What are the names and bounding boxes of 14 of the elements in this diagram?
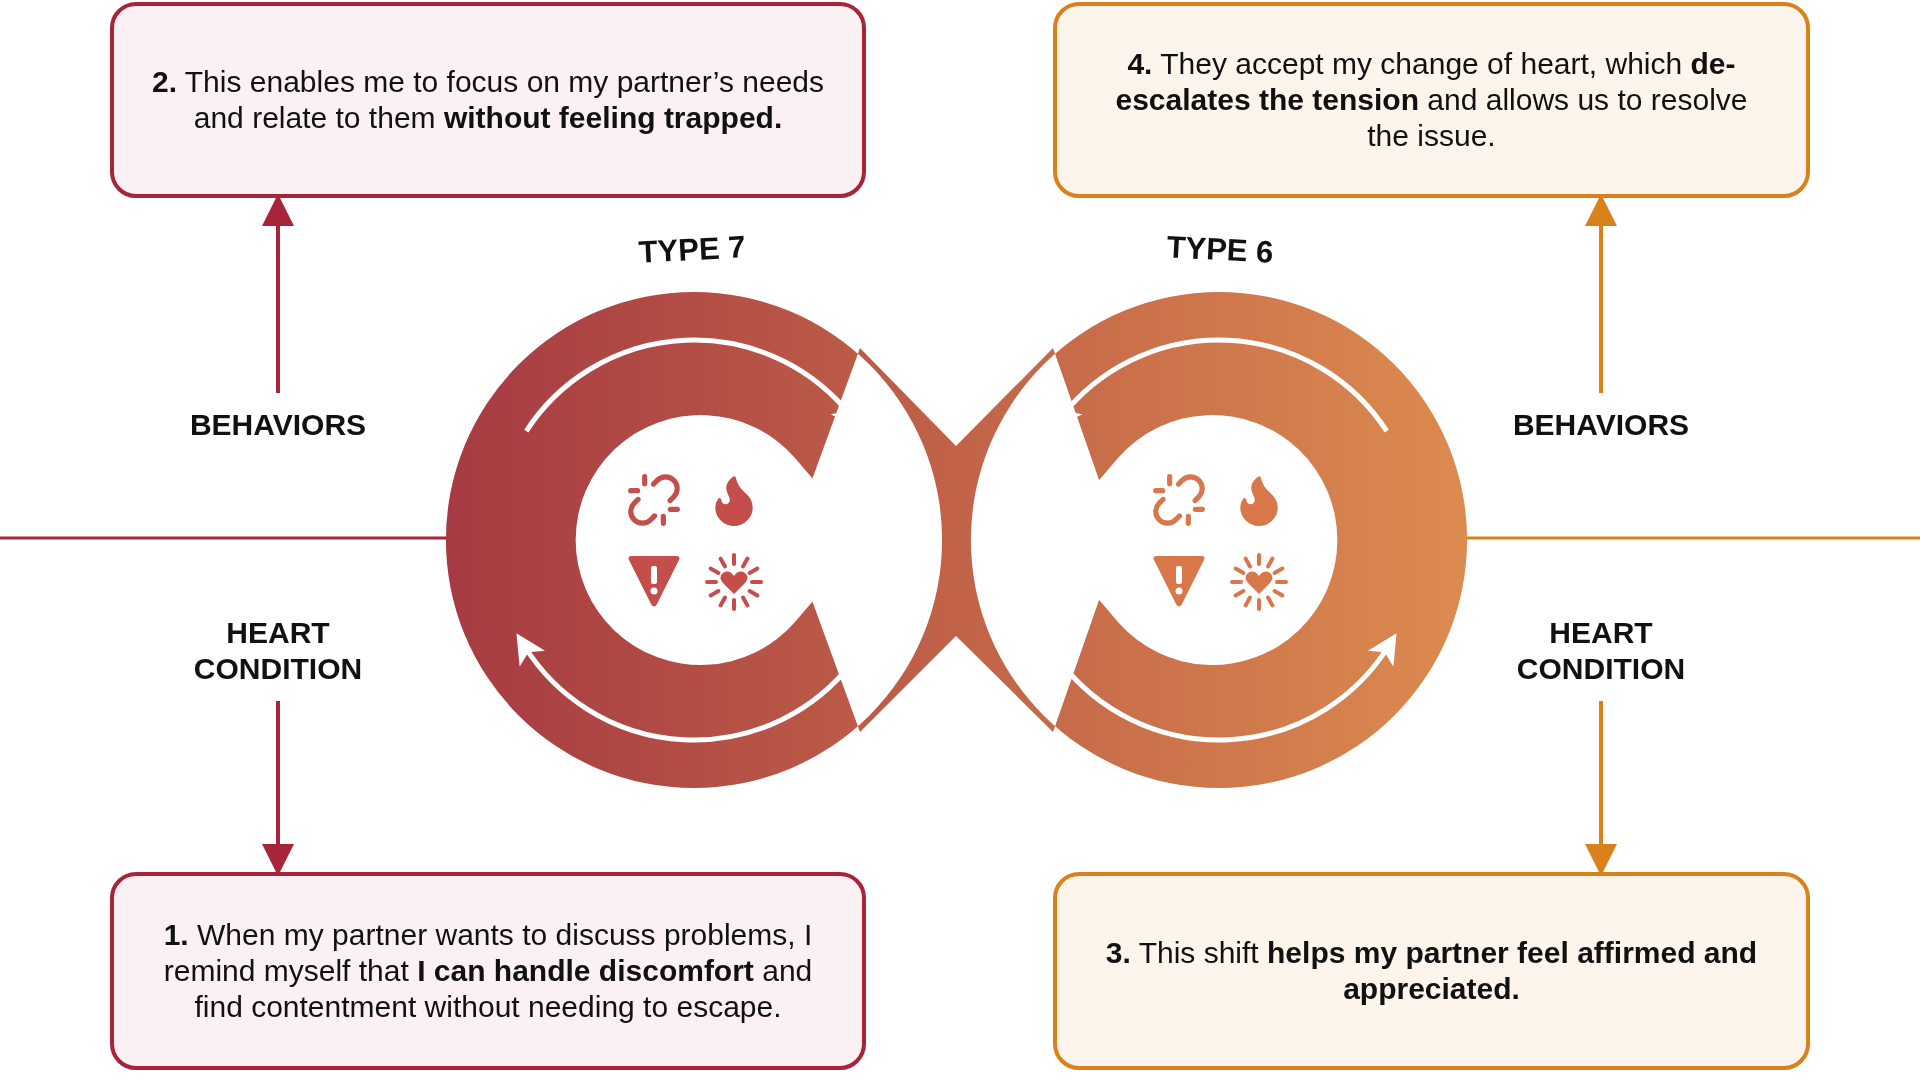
- type-label: TYPE 7: [637, 229, 747, 271]
- description-text: 4. They accept my change of heart, which de-escalates the tension and allows us to resolve the issue.: [1114, 46, 1749, 154]
- text-box: [110, 872, 866, 1070]
- section-label: HEART CONDITION: [163, 615, 393, 687]
- section-label: HEART CONDITION: [1486, 615, 1716, 687]
- text-box: [1053, 872, 1810, 1070]
- section-label: BEHAVIORS: [1512, 407, 1690, 443]
- description-text: 3. This shift helps my partner feel affirmed and appreciated.: [1104, 935, 1759, 1007]
- type-label: TYPE 6: [1165, 229, 1275, 271]
- description-text: 1. When my partner wants to discuss problems, I remind myself that I can handle discomfort and find contentment without needing to escape.: [162, 917, 814, 1025]
- text-box: [1053, 2, 1810, 198]
- description-text: 2. This enables me to focus on my partner’s needs and relate to them without feeling trapped.: [150, 64, 826, 136]
- section-label: BEHAVIORS: [189, 407, 367, 443]
- text-box: [110, 2, 866, 198]
